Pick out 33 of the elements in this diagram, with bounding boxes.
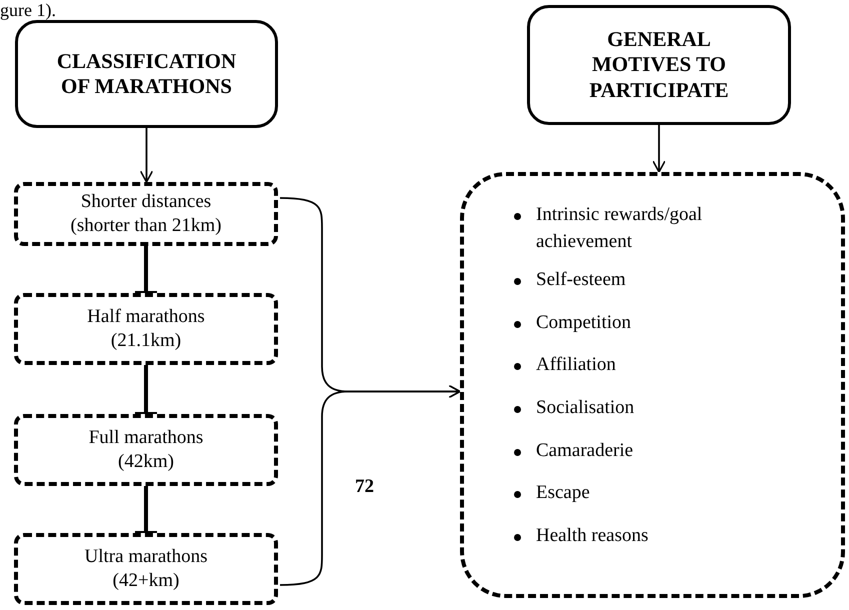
heading-box [15, 20, 278, 128]
bullet-item: Camaraderie [536, 438, 634, 463]
connector-line [133, 486, 159, 535]
box-text: (21.1km) [110, 329, 182, 353]
box-text: (shorter than 21km) [70, 214, 222, 238]
bullet-item: Competition [536, 310, 631, 335]
dashed-box [14, 293, 278, 365]
arrow [140, 128, 154, 183]
box-text: Ultra marathons [84, 545, 208, 569]
bullet-item: Health reasons [536, 524, 648, 548]
heading-text: GENERAL MOTIVES TO PARTICIPATE [588, 27, 730, 103]
bullet-item: Escape [536, 481, 590, 506]
page-number: 72 [355, 476, 374, 498]
bullet-item: Self-esteem [536, 268, 626, 292]
figure-reference-text: gure 1). [0, 0, 56, 21]
brace-arrow [280, 384, 461, 586]
bullet-item: Intrinsic rewards/goal achievement [536, 203, 704, 254]
connector-line [133, 246, 159, 295]
box-text: Half marathons [87, 305, 205, 329]
box-text: Full marathons [88, 426, 204, 450]
dashed-box [14, 533, 278, 605]
dashed-list-box [460, 172, 845, 598]
connector-line [133, 365, 159, 416]
heading-box [527, 5, 791, 125]
box-text: (42km) [118, 450, 174, 474]
box-text: Shorter distances [80, 190, 212, 214]
box-text: (42+km) [112, 569, 180, 593]
arrow [652, 125, 666, 173]
bullet-item: Socialisation [536, 396, 634, 420]
heading-text: CLASSIFICATION OF MARATHONS [56, 48, 238, 100]
dashed-box [14, 414, 278, 486]
bullet-item: Affiliation [536, 353, 616, 378]
dashed-box [14, 182, 278, 246]
